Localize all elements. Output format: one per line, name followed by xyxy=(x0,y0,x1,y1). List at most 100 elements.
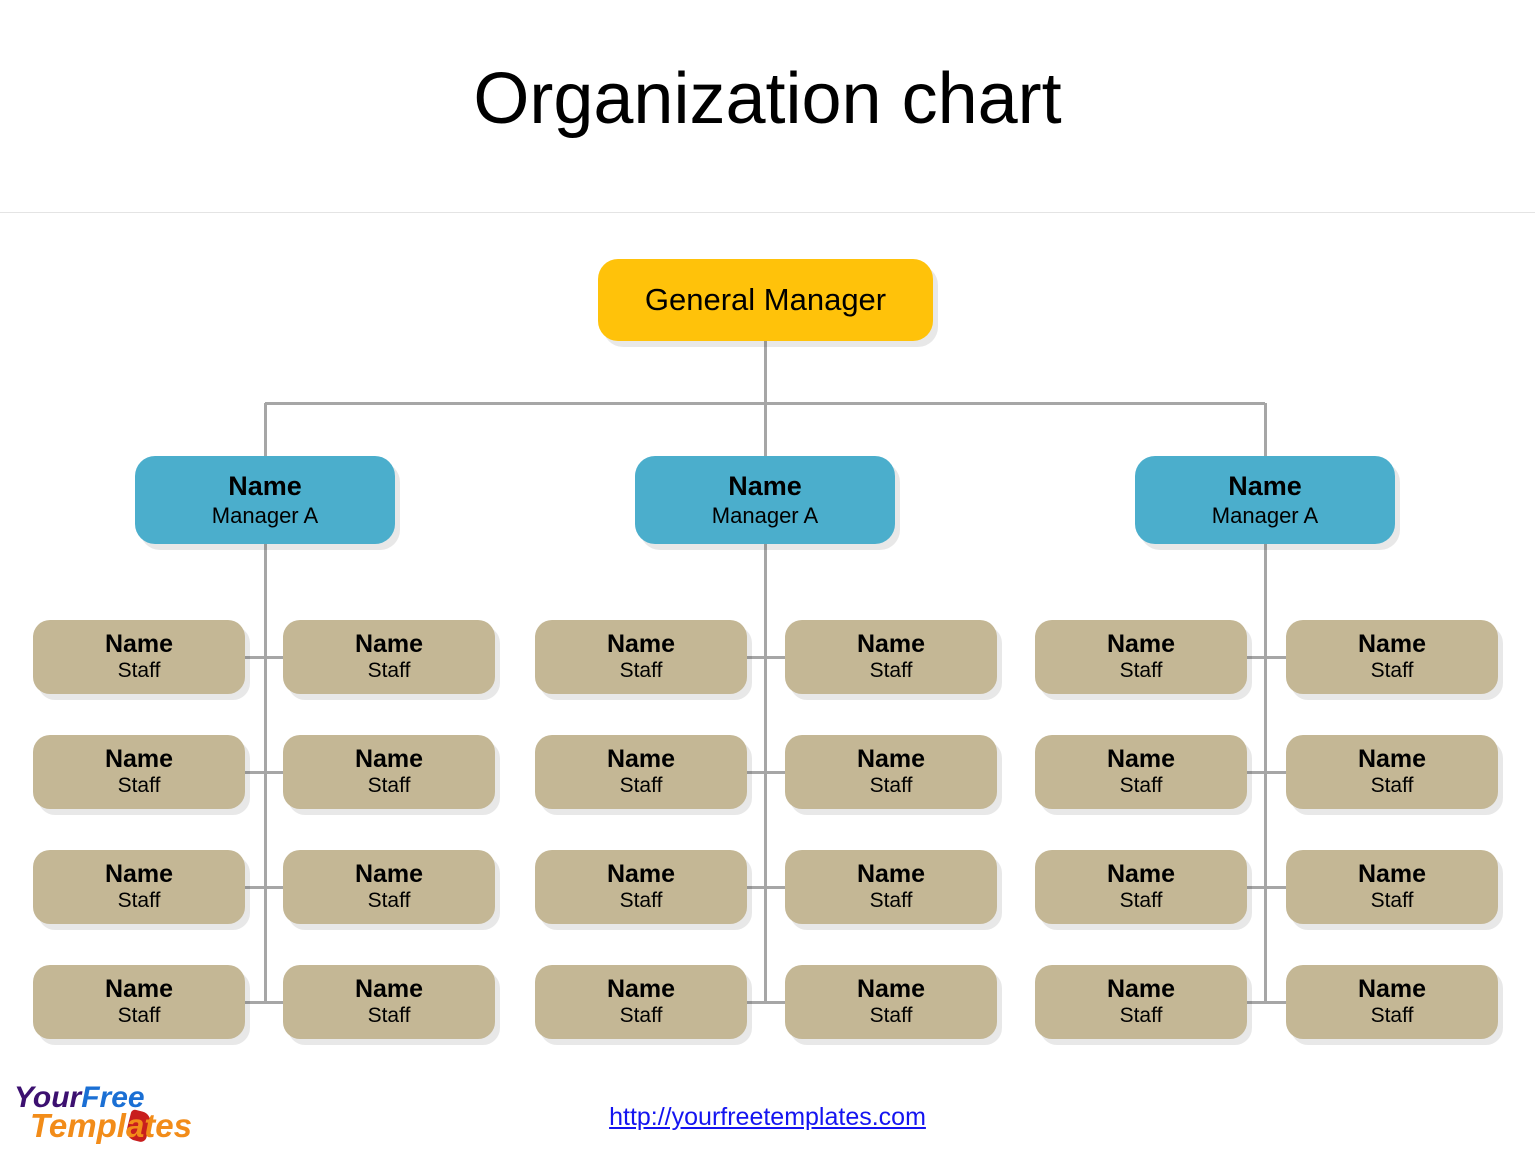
node-label-secondary: Staff xyxy=(619,889,663,913)
connector-line-horizontal xyxy=(1265,1001,1286,1004)
node-label-secondary: Staff xyxy=(367,659,411,683)
connector-line-horizontal xyxy=(1247,771,1265,774)
connector-line-vertical xyxy=(1264,403,1267,460)
logo-word-free: Free xyxy=(81,1081,145,1114)
connector-line-horizontal xyxy=(1265,771,1286,774)
node-label-primary: Name xyxy=(104,629,174,658)
node-label-secondary: Staff xyxy=(619,659,663,683)
node-label-primary: Name xyxy=(606,974,676,1003)
node-label-primary: Name xyxy=(104,859,174,888)
connector-line-horizontal xyxy=(765,886,785,889)
node-label-secondary: Staff xyxy=(619,1004,663,1028)
node-label-secondary: Staff xyxy=(869,1004,913,1028)
node-label-secondary: Staff xyxy=(117,889,161,913)
title-divider xyxy=(0,212,1535,213)
connector-line-vertical xyxy=(264,403,267,460)
node-label-primary: Name xyxy=(1106,744,1176,773)
connector-line-horizontal xyxy=(747,771,765,774)
connector-line-horizontal xyxy=(265,771,283,774)
node-label-primary: Name xyxy=(104,974,174,1003)
footer-url-link[interactable]: http://yourfreetemplates.com xyxy=(609,1103,926,1131)
connector-line-horizontal xyxy=(765,656,785,659)
node-label-primary: Name xyxy=(856,744,926,773)
node-label-secondary: Staff xyxy=(367,774,411,798)
node-label-primary: Name xyxy=(606,629,676,658)
connector-line-vertical xyxy=(764,403,767,460)
connector-line-horizontal xyxy=(747,886,765,889)
connector-line-horizontal xyxy=(765,771,785,774)
logo-word-templates: Templates xyxy=(30,1107,193,1144)
node-label-primary: Name xyxy=(354,744,424,773)
node-general-manager[interactable]: General Manager xyxy=(598,259,933,341)
logo-row-bottom: Templates xyxy=(30,1109,192,1142)
yourfreetemplates-logo: YourFree Templates xyxy=(8,1083,218,1145)
node-label-secondary: Staff xyxy=(1370,659,1414,683)
node-label-primary: Name xyxy=(1357,744,1427,773)
node-label-primary: Name xyxy=(856,974,926,1003)
logo-word-your: Your xyxy=(14,1081,82,1114)
node-label-secondary: Staff xyxy=(869,889,913,913)
node-label-secondary: Staff xyxy=(1119,889,1163,913)
node-label-secondary: Staff xyxy=(367,1004,411,1028)
node-label-primary: Name xyxy=(354,629,424,658)
node-label-secondary: Staff xyxy=(869,659,913,683)
connector-line-horizontal xyxy=(245,1001,265,1004)
connector-line-horizontal xyxy=(747,656,765,659)
node-label-secondary: Staff xyxy=(869,774,913,798)
node-label-primary: Name xyxy=(856,859,926,888)
node-label-secondary: Staff xyxy=(1119,1004,1163,1028)
node-label-primary: General Manager xyxy=(644,281,887,317)
node-label-secondary: Staff xyxy=(619,774,663,798)
node-label-primary: Name xyxy=(1106,859,1176,888)
node-label-secondary: Staff xyxy=(1119,659,1163,683)
node-label-secondary: Staff xyxy=(1370,1004,1414,1028)
node-label-primary: Name xyxy=(1357,859,1427,888)
connector-line-horizontal xyxy=(245,656,265,659)
node-label-primary: Name xyxy=(354,859,424,888)
node-label-secondary: Staff xyxy=(117,1004,161,1028)
node-label-secondary: Staff xyxy=(367,889,411,913)
node-label-primary: Name xyxy=(1106,974,1176,1003)
node-label-primary: Name xyxy=(606,859,676,888)
connector-line-horizontal xyxy=(765,1001,785,1004)
node-label-primary: Name xyxy=(1228,471,1302,501)
node-label-secondary: Staff xyxy=(117,774,161,798)
connector-line-horizontal xyxy=(265,886,283,889)
node-label-primary: Name xyxy=(1357,629,1427,658)
connector-line-horizontal xyxy=(1247,886,1265,889)
connector-line-horizontal xyxy=(747,1001,765,1004)
node-label-primary: Name xyxy=(228,471,302,501)
page-title: Organization chart xyxy=(473,59,1062,139)
connector-line-horizontal xyxy=(1265,886,1286,889)
node-label-secondary: Staff xyxy=(1119,774,1163,798)
connector-line-horizontal xyxy=(1247,656,1265,659)
node-label-secondary: Staff xyxy=(117,659,161,683)
